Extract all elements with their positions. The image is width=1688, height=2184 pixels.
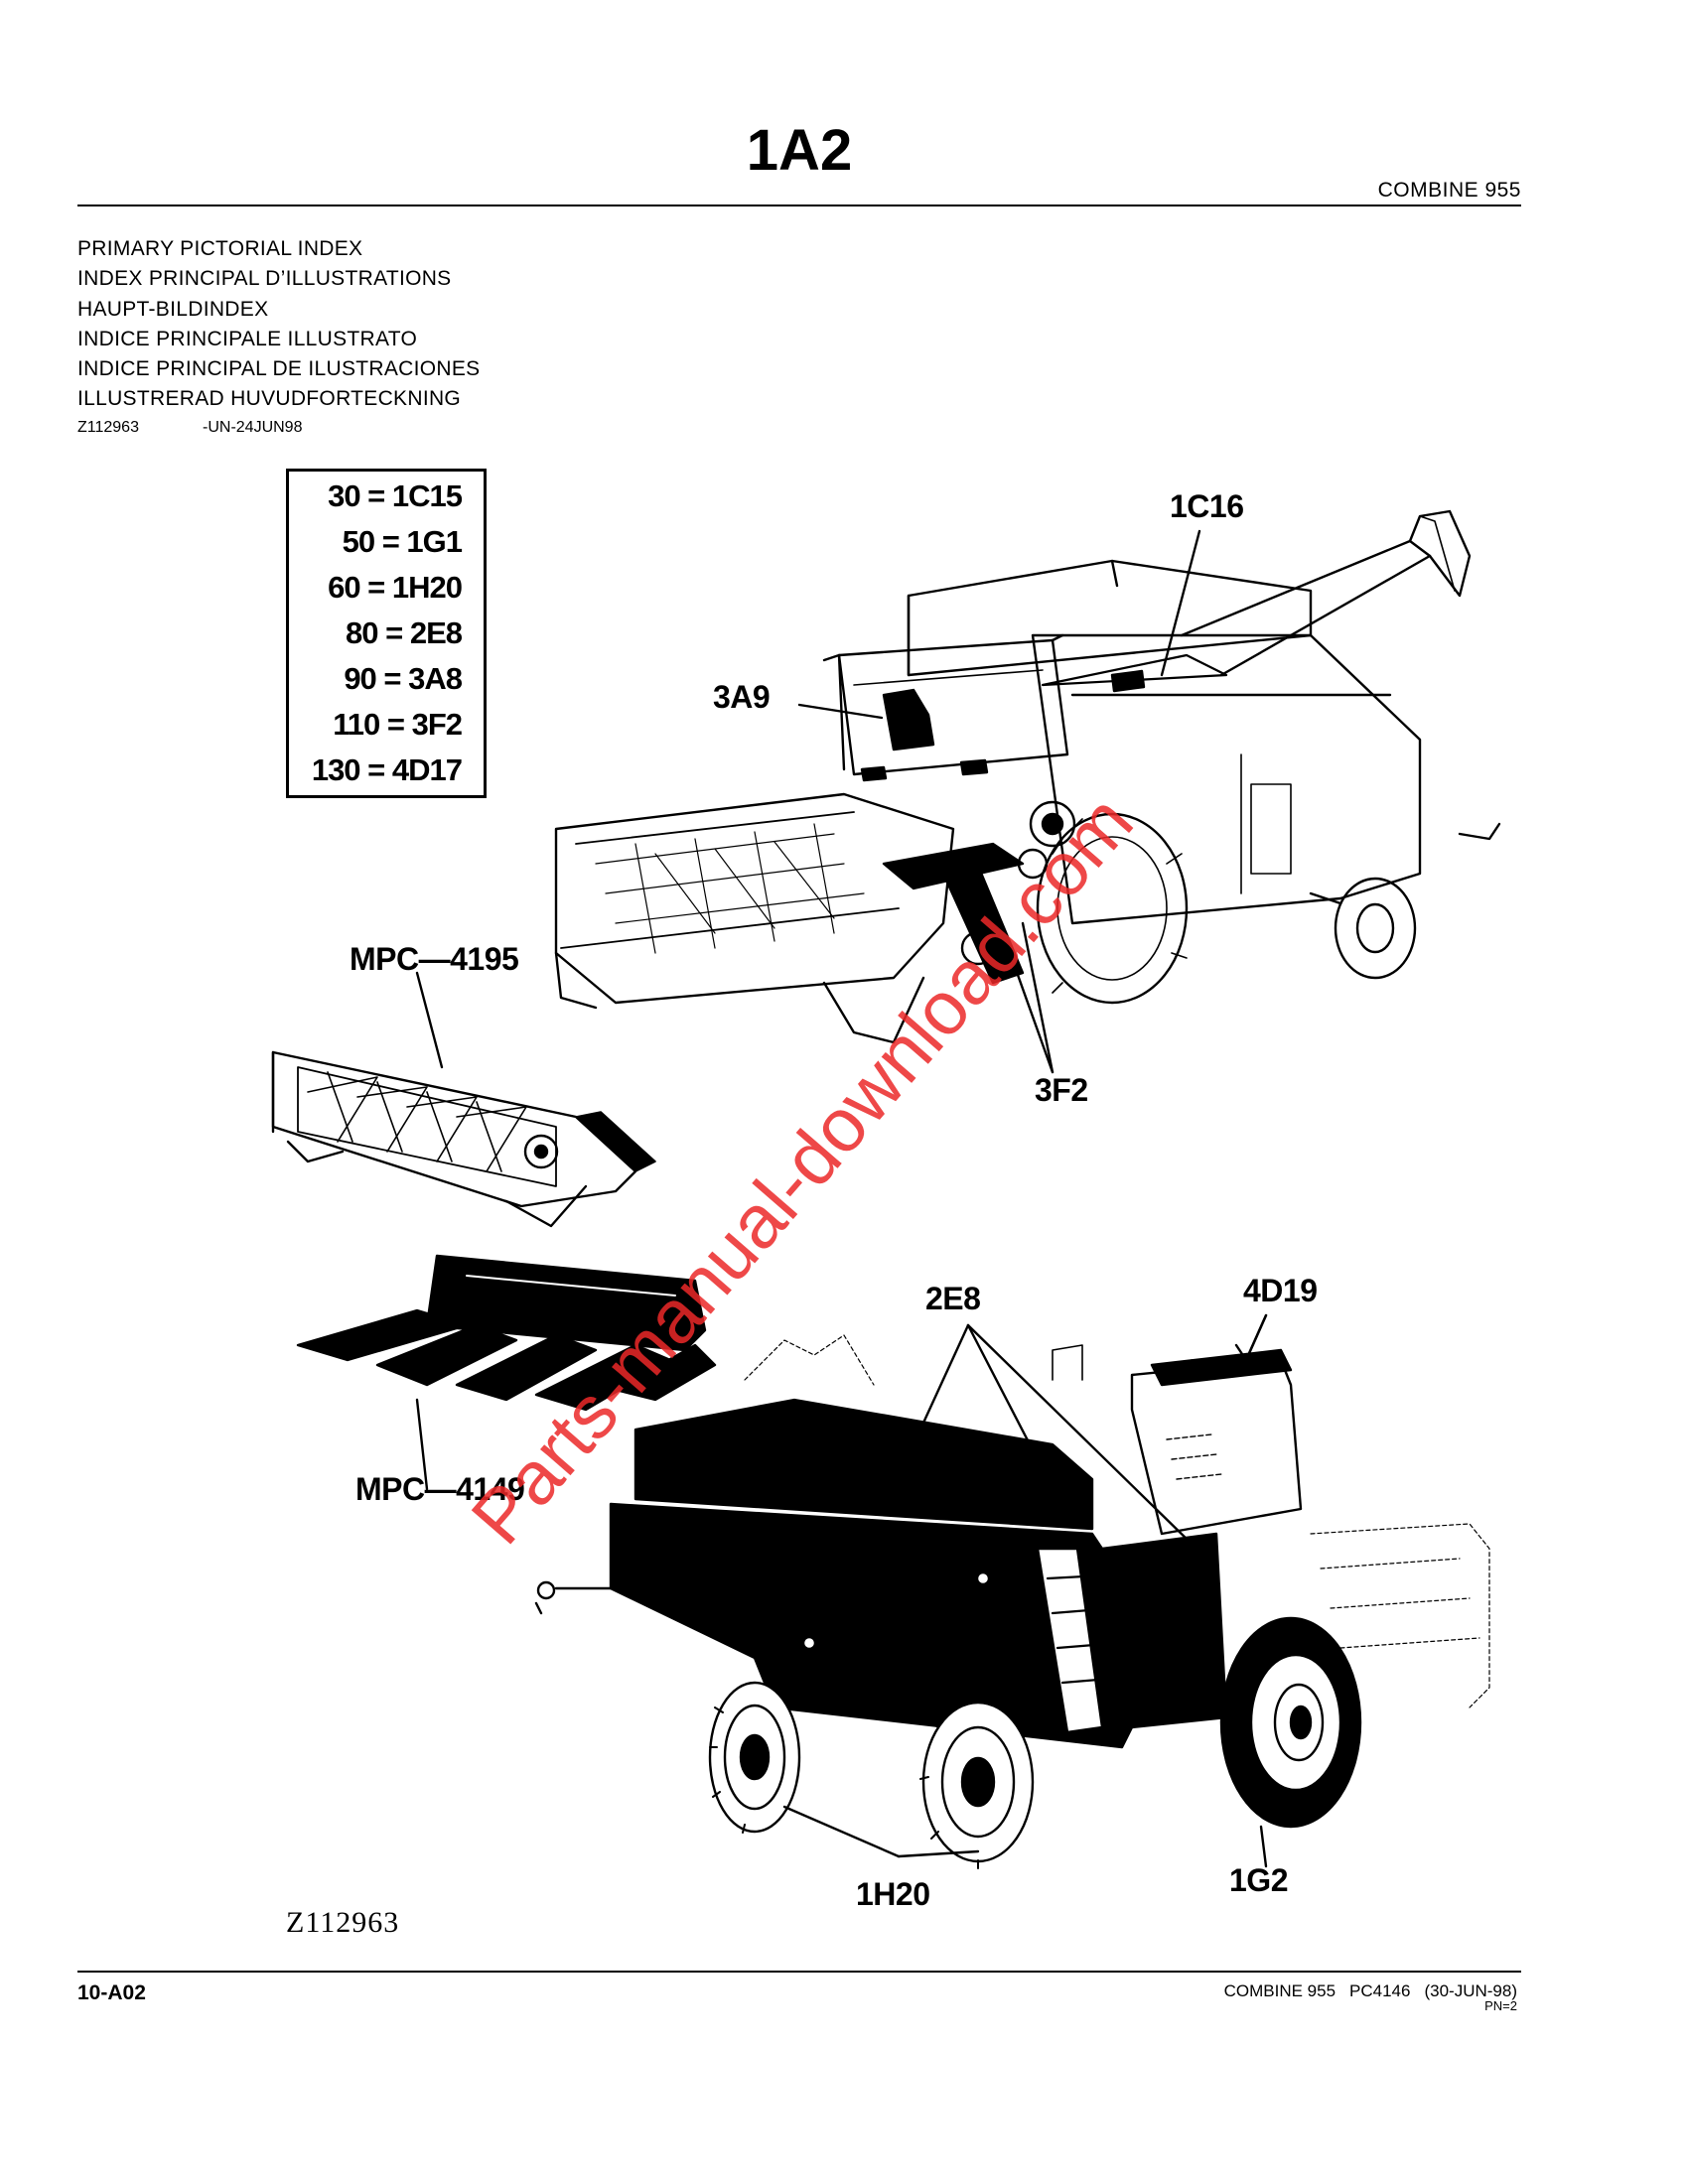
reference-legend: 30 = 1C15 50 = 1G1 60 = 1H20 80 = 2E8 90… [286, 469, 487, 798]
footer-page-number: 10-A02 [77, 1981, 146, 2004]
callout-1g2: 1G2 [1229, 1862, 1288, 1898]
footer-pub: PC4146 [1349, 1981, 1411, 2000]
callout-3a9: 3A9 [713, 679, 771, 715]
callout-3f2: 3F2 [1035, 1072, 1088, 1108]
bottom-combine-drawing [534, 1334, 1490, 1869]
legend-item: 80 = 2E8 [346, 615, 463, 650]
header-model: COMBINE 955 [1377, 179, 1521, 202]
legend-item: 60 = 1H20 [328, 570, 463, 605]
callout-1c16: 1C16 [1170, 488, 1244, 524]
footer-rule [77, 1971, 1521, 1973]
callout-mpc-4195: MPC—4195 [350, 941, 519, 977]
footer-pn: PN=2 [1484, 1998, 1517, 2013]
footer-info: COMBINE 955 PC4146 (30-JUN-98) [1210, 1981, 1517, 2001]
platform-header-drawing [271, 1050, 656, 1228]
callout-2e8: 2E8 [925, 1281, 981, 1316]
title-fr: INDEX PRINCIPAL D’ILLUSTRATIONS [77, 267, 452, 291]
callout-4d19: 4D19 [1243, 1273, 1318, 1308]
index-titles: PRIMARY PICTORIAL INDEX INDEX PRINCIPAL … [77, 234, 480, 415]
legend-item: 50 = 1G1 [342, 524, 463, 559]
footer-date: (30-JUN-98) [1424, 1981, 1517, 2000]
figure-ref-id: Z112963 [77, 419, 139, 436]
title-es: INDICE PRINCIPAL DE ILUSTRACIONES [77, 357, 481, 381]
legend-item: 90 = 3A8 [344, 661, 463, 696]
title-de: HAUPT-BILDINDEX [77, 297, 269, 321]
figure-id: Z112963 [286, 1906, 400, 1939]
header-rule [77, 205, 1521, 206]
legend-item: 110 = 3F2 [333, 707, 463, 742]
figure-ref-code: -UN-24JUN98 [203, 419, 303, 436]
title-sv: ILLUSTRERAD HUVUDFORTECKNING [77, 387, 462, 411]
legend-item: 30 = 1C15 [328, 478, 463, 513]
row-crop-header-drawing [296, 1254, 717, 1412]
callout-mpc-4149: MPC—4149 [355, 1471, 525, 1507]
callout-1h20: 1H20 [856, 1876, 930, 1912]
figure-reference: Z112963 -UN-24JUN98 [77, 419, 302, 437]
top-combine-drawing [554, 509, 1501, 1044]
footer-model: COMBINE 955 [1223, 1981, 1336, 2000]
leader-lines [415, 529, 1268, 1868]
page-title: 1A2 [746, 118, 853, 183]
legend-item: 130 = 4D17 [311, 752, 463, 787]
title-it: INDICE PRINCIPALE ILLUSTRATO [77, 327, 418, 350]
title-en: PRIMARY PICTORIAL INDEX [77, 237, 363, 260]
